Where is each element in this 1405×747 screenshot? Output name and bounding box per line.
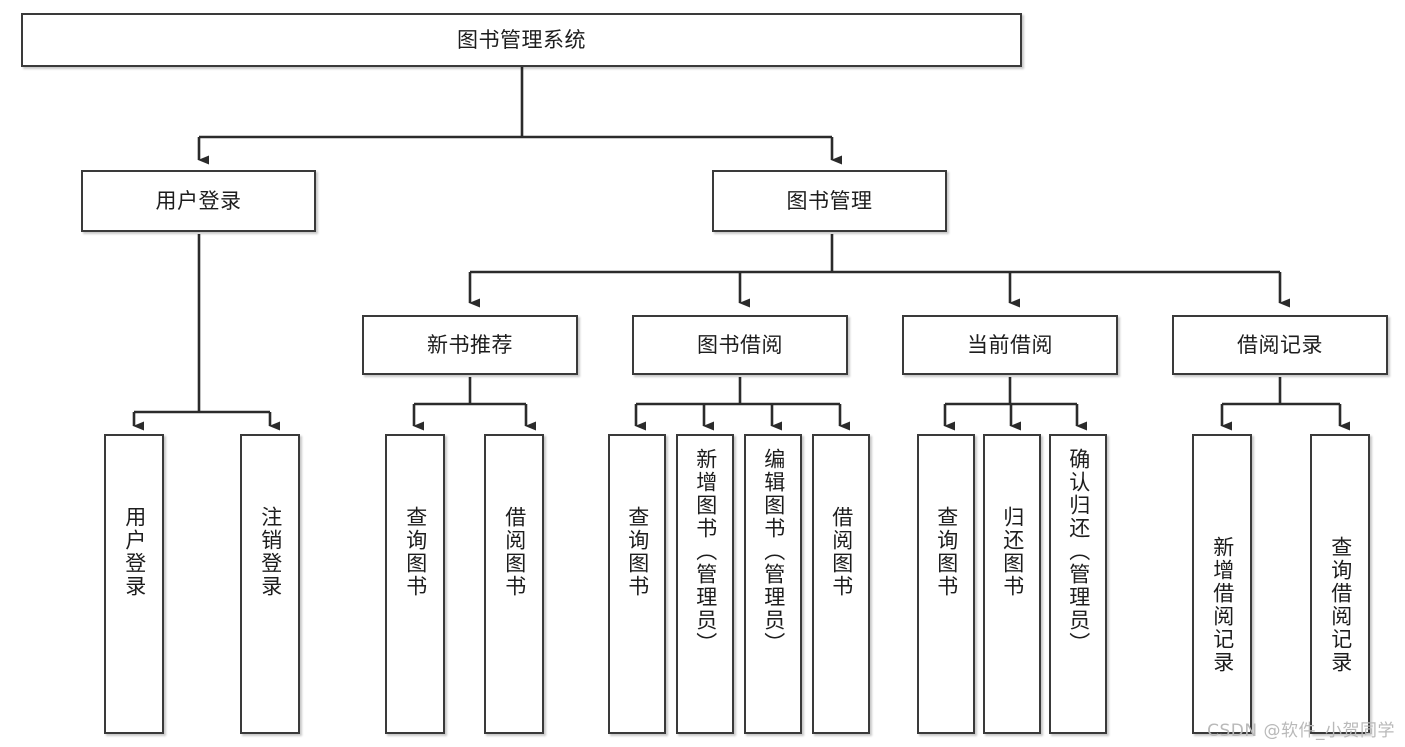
node-label: 编辑图书（管理员） [761, 448, 786, 655]
node-label: 注销登录 [258, 506, 283, 598]
node-label: 归还图书 [1000, 506, 1025, 598]
node-label: 新增借阅记录 [1210, 536, 1235, 674]
node-user-login[interactable]: 用户登录 [81, 170, 316, 232]
leaf-add-borrow-record[interactable]: 新增借阅记录 [1192, 434, 1252, 734]
node-label: 查询借阅记录 [1328, 536, 1353, 674]
node-new-book-recommend[interactable]: 新书推荐 [362, 315, 578, 375]
node-current-borrow[interactable]: 当前借阅 [902, 315, 1118, 375]
node-label: 图书借阅 [697, 332, 783, 357]
leaf-query-book-2[interactable]: 查询图书 [608, 434, 666, 734]
leaf-query-book-1[interactable]: 查询图书 [385, 434, 445, 734]
csdn-watermark: CSDN @软件_小贺同学 [1207, 721, 1395, 741]
node-root-book-management-system[interactable]: 图书管理系统 [21, 13, 1022, 67]
leaf-return-book[interactable]: 归还图书 [983, 434, 1041, 734]
node-label: 用户登录 [122, 506, 147, 598]
leaf-borrow-book-1[interactable]: 借阅图书 [484, 434, 544, 734]
leaf-query-book-3[interactable]: 查询图书 [917, 434, 975, 734]
node-label: 借阅图书 [829, 506, 854, 598]
leaf-add-book-admin[interactable]: 新增图书（管理员） [676, 434, 734, 734]
node-label: 确认归还（管理员） [1066, 448, 1091, 655]
node-borrow-record[interactable]: 借阅记录 [1172, 315, 1388, 375]
node-label: 借阅记录 [1237, 332, 1323, 357]
leaf-edit-book-admin[interactable]: 编辑图书（管理员） [744, 434, 802, 734]
node-label: 查询图书 [934, 506, 959, 598]
node-label: 查询图书 [625, 506, 650, 598]
node-book-management[interactable]: 图书管理 [712, 170, 947, 232]
leaf-logout-login[interactable]: 注销登录 [240, 434, 300, 734]
node-book-borrow[interactable]: 图书借阅 [632, 315, 848, 375]
leaf-confirm-return-admin[interactable]: 确认归还（管理员） [1049, 434, 1107, 734]
node-label: 用户登录 [155, 188, 242, 213]
node-label: 新增图书（管理员） [693, 448, 718, 655]
node-label: 新书推荐 [427, 332, 513, 357]
node-label: 图书管理系统 [457, 27, 586, 52]
node-label: 借阅图书 [502, 506, 527, 598]
leaf-user-login[interactable]: 用户登录 [104, 434, 164, 734]
node-label: 当前借阅 [967, 332, 1053, 357]
leaf-borrow-book-2[interactable]: 借阅图书 [812, 434, 870, 734]
leaf-query-borrow-record[interactable]: 查询借阅记录 [1310, 434, 1370, 734]
node-label: 图书管理 [786, 188, 873, 213]
node-label: 查询图书 [403, 506, 428, 598]
